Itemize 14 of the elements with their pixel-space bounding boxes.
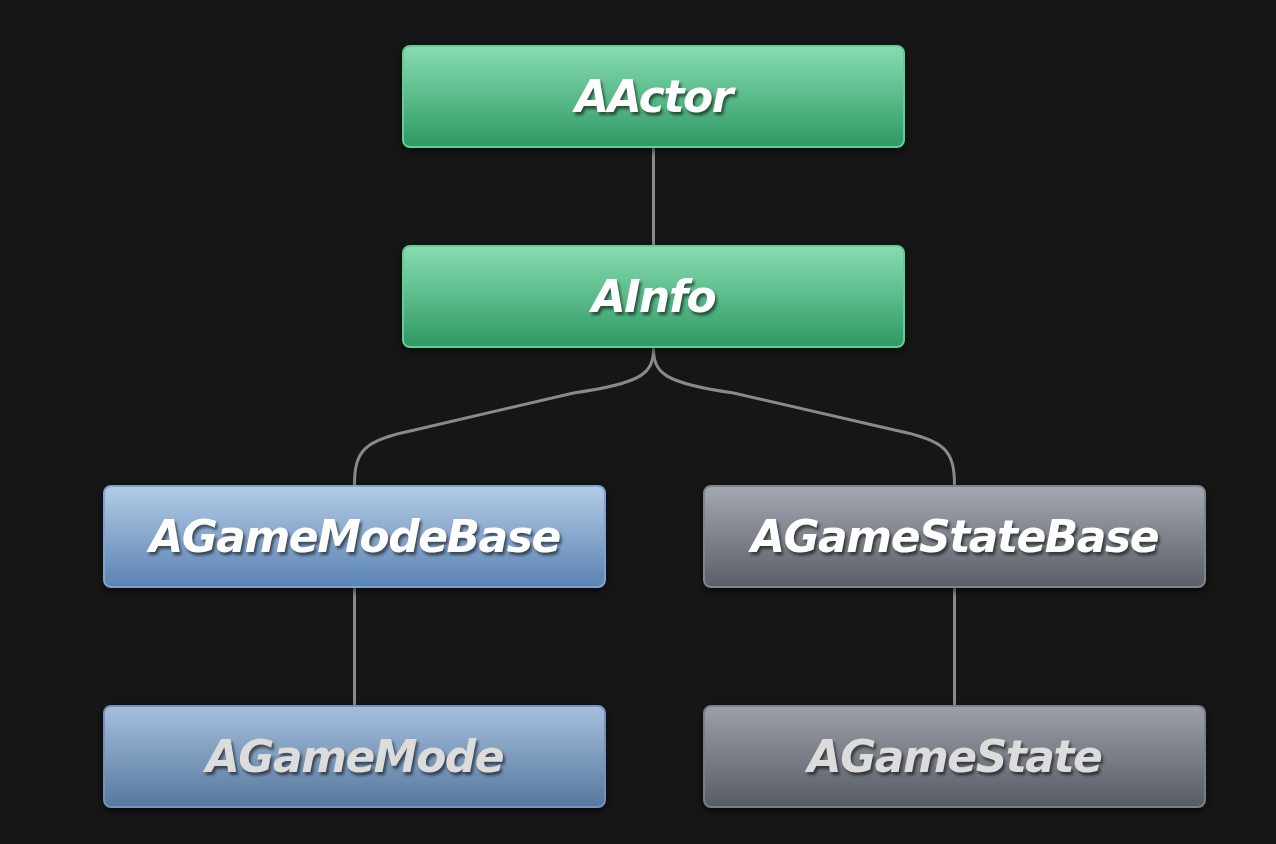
connector-line bbox=[652, 148, 655, 245]
class-name: AGameMode bbox=[205, 731, 504, 782]
class-name: AInfo bbox=[591, 271, 716, 322]
connector-line bbox=[953, 588, 956, 705]
connector-line bbox=[353, 588, 356, 705]
class-name: AGameState bbox=[807, 731, 1102, 782]
class-box bbox=[703, 485, 1206, 588]
class-name: AGameStateBase bbox=[750, 511, 1159, 562]
class-box bbox=[103, 485, 606, 588]
connector-line bbox=[652, 347, 956, 486]
class-box bbox=[103, 705, 606, 808]
class-box bbox=[402, 45, 905, 148]
class-box bbox=[402, 245, 905, 348]
class-box bbox=[703, 705, 1206, 808]
